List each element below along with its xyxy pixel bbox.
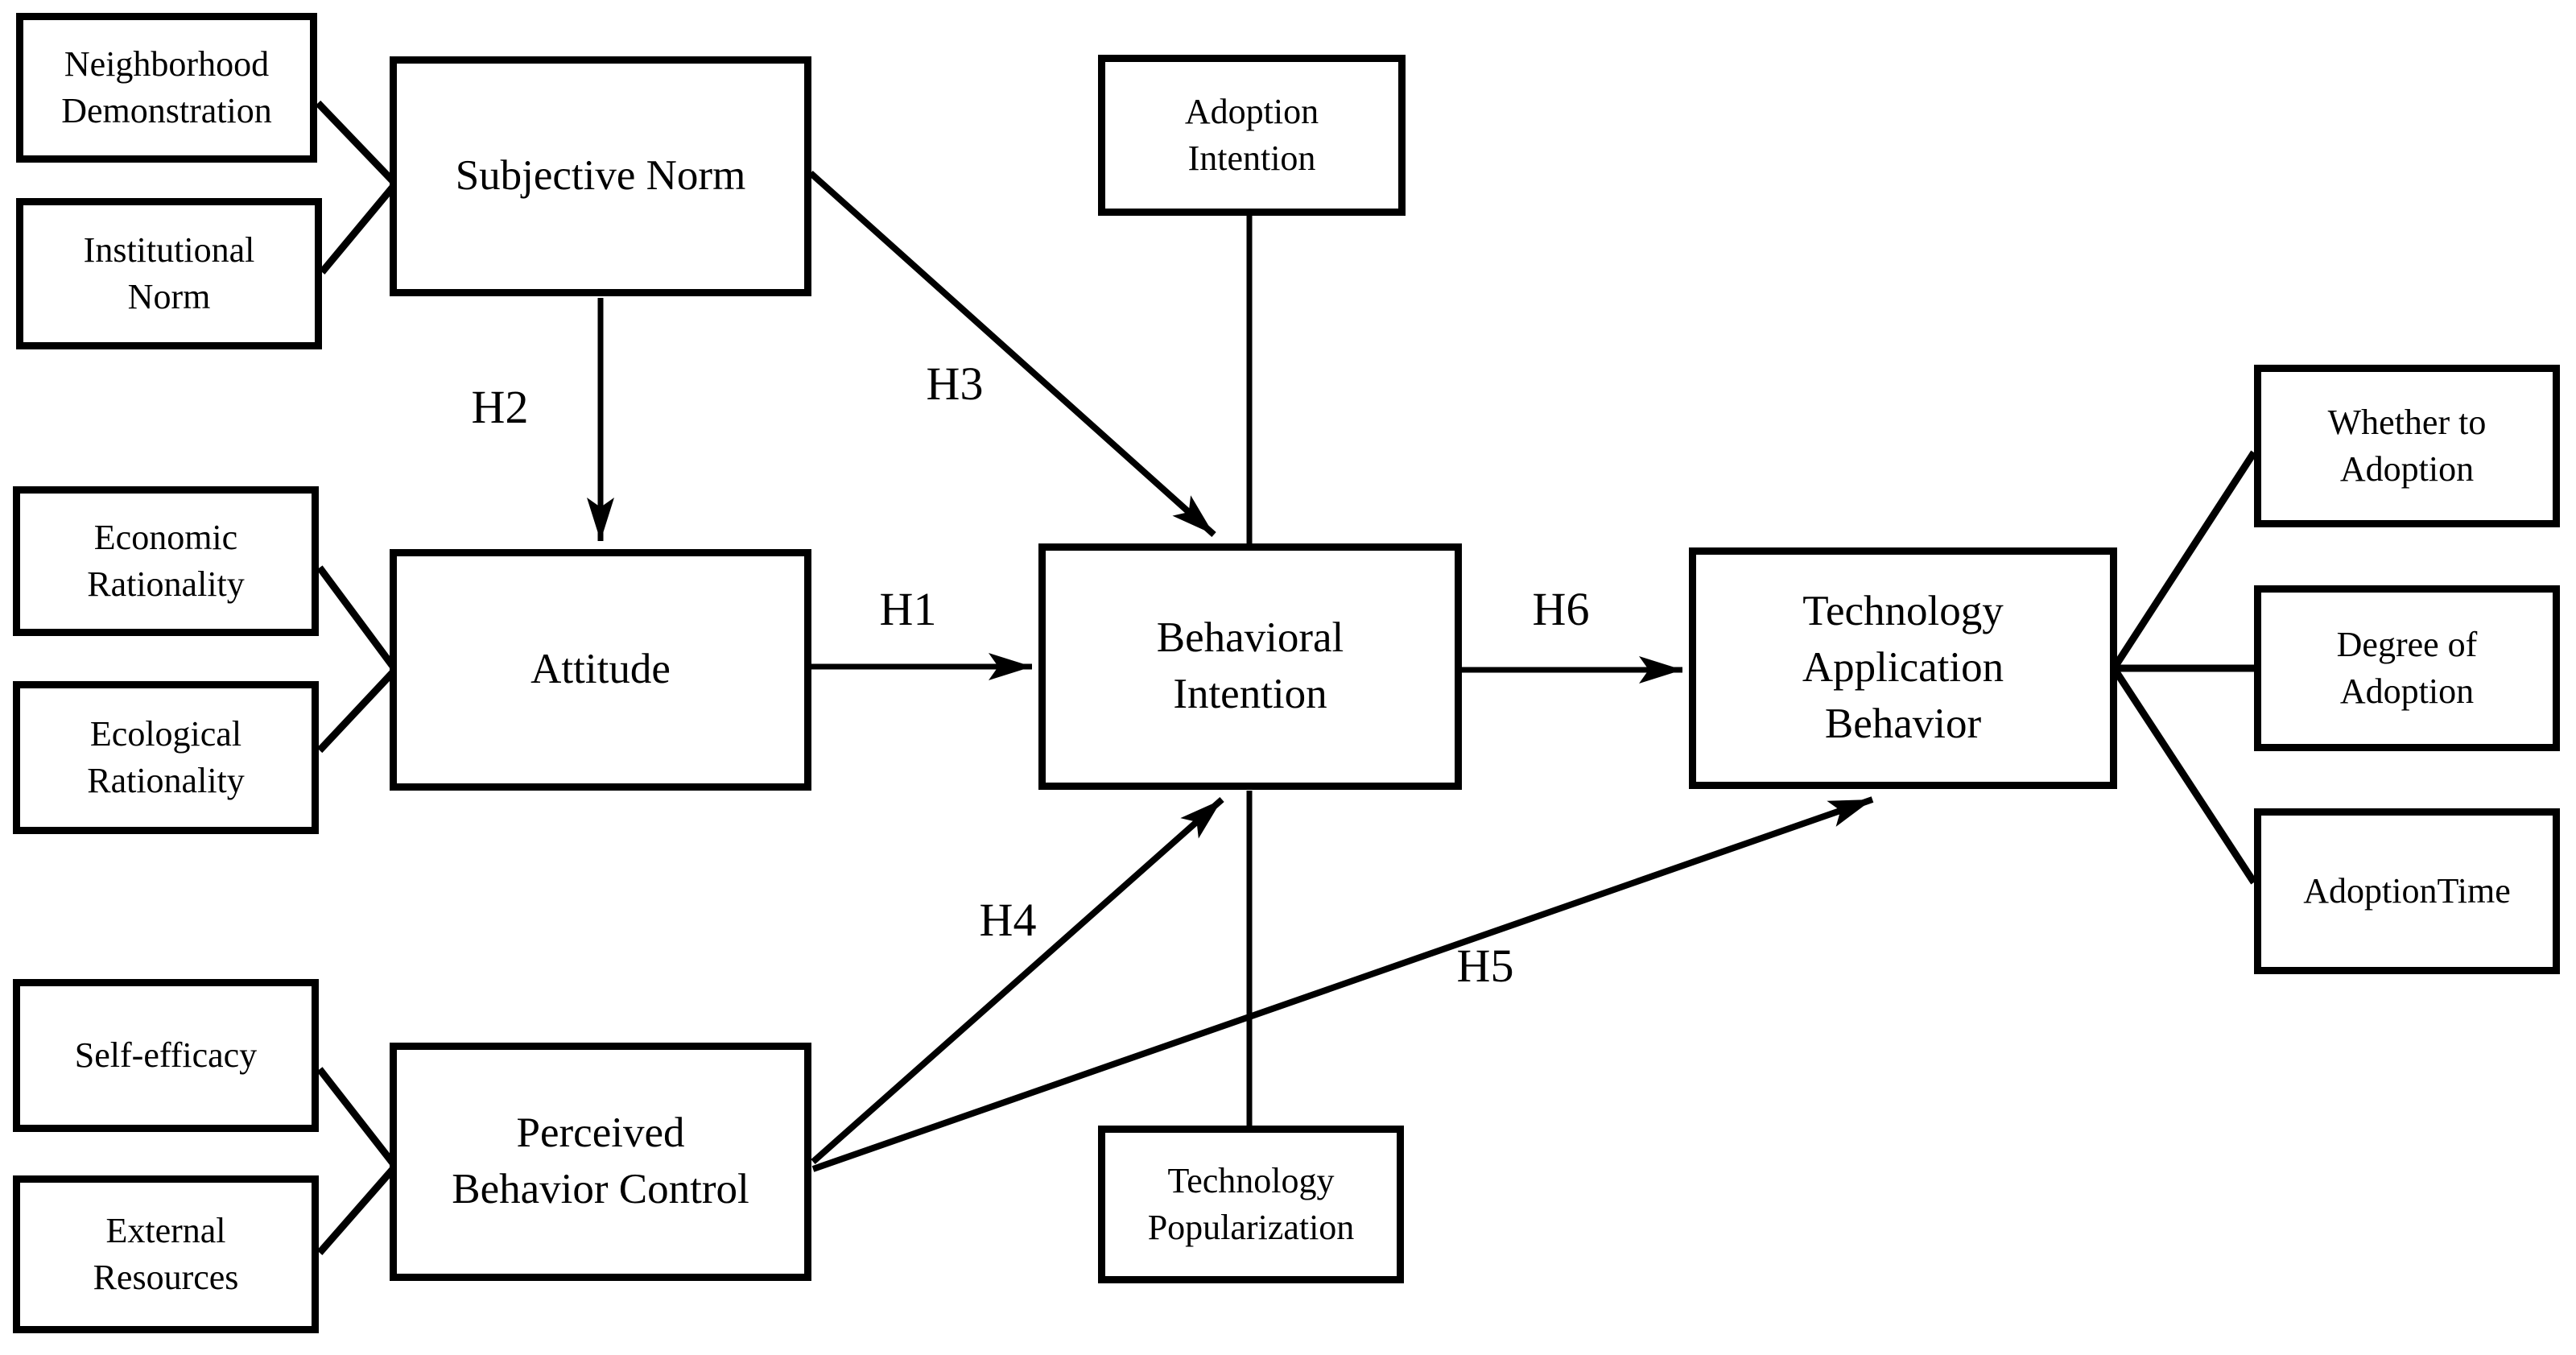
edge-tab-to-adoption-time	[2111, 666, 2257, 885]
node-label: Behavioral Intention	[1156, 614, 1344, 717]
node-label: Adoption Intention	[1184, 91, 1319, 178]
node-label: Ecological Rationality	[87, 713, 245, 800]
hypothesis-label-h6: H6	[1532, 583, 1590, 635]
edge-tab-to-whether-to-adoption	[2111, 450, 2257, 671]
node-whether-to-adoption: Whether to Adoption	[2254, 365, 2560, 527]
node-economic-rationality: Economic Rationality	[13, 486, 319, 636]
node-label: Attitude	[530, 646, 671, 693]
node-degree-of-adoption: Degree of Adoption	[2254, 585, 2560, 751]
node-technology-application-behavior: Technology Application Behavior	[1689, 547, 2117, 789]
node-label: Technology Popularization	[1147, 1160, 1355, 1247]
node-ecological-rationality: Ecological Rationality	[13, 681, 319, 834]
node-label: Neighborhood Demonstration	[61, 43, 272, 130]
hypothesis-label-h5: H5	[1456, 940, 1514, 992]
node-technology-popularization: Technology Popularization	[1098, 1126, 1404, 1283]
arrow-h5	[811, 796, 1874, 1172]
node-behavioral-intention: Behavioral Intention	[1038, 543, 1462, 790]
node-adoption-intention: Adoption Intention	[1098, 55, 1406, 216]
node-label: External Resources	[93, 1210, 239, 1297]
hypothesis-label-h4: H4	[979, 894, 1037, 946]
edge-self-efficacy-to-pbc	[316, 1067, 397, 1167]
node-label: Subjective Norm	[455, 152, 746, 200]
node-institutional-norm: Institutional Norm	[16, 198, 322, 349]
hypothesis-label-h2: H2	[471, 381, 529, 433]
node-label: Economic Rationality	[87, 517, 245, 604]
edge-neighborhood-to-subjective-norm	[315, 100, 397, 185]
edge-economic-to-attitude	[316, 565, 397, 670]
node-neighborhood-demonstration: Neighborhood Demonstration	[16, 13, 317, 163]
node-label: Perceived Behavior Control	[452, 1109, 749, 1212]
node-self-efficacy: Self-efficacy	[13, 979, 319, 1132]
node-attitude: Attitude	[390, 549, 811, 791]
node-label: Institutional Norm	[83, 229, 255, 316]
edge-institutional-to-subjective-norm	[319, 184, 397, 275]
hypothesis-label-h1: H1	[879, 583, 937, 635]
arrow-h3	[808, 171, 1216, 537]
node-label: AdoptionTime	[2303, 870, 2511, 911]
node-label: Whether to Adoption	[2327, 402, 2487, 489]
node-perceived-behavior-control: Perceived Behavior Control	[390, 1043, 811, 1281]
node-subjective-norm: Subjective Norm	[390, 56, 811, 296]
edge-ecological-to-attitude	[316, 668, 397, 754]
node-external-resources: External Resources	[13, 1175, 319, 1333]
hypothesis-label-h3: H3	[926, 357, 984, 410]
node-label: Degree of Adoption	[2336, 624, 2478, 711]
node-label: Self-efficacy	[74, 1035, 258, 1075]
edge-external-resources-to-pbc	[316, 1166, 397, 1255]
node-adoption-time: AdoptionTime	[2254, 808, 2560, 974]
node-label: Technology Application Behavior	[1802, 588, 2004, 747]
arrow-h4	[811, 797, 1224, 1164]
